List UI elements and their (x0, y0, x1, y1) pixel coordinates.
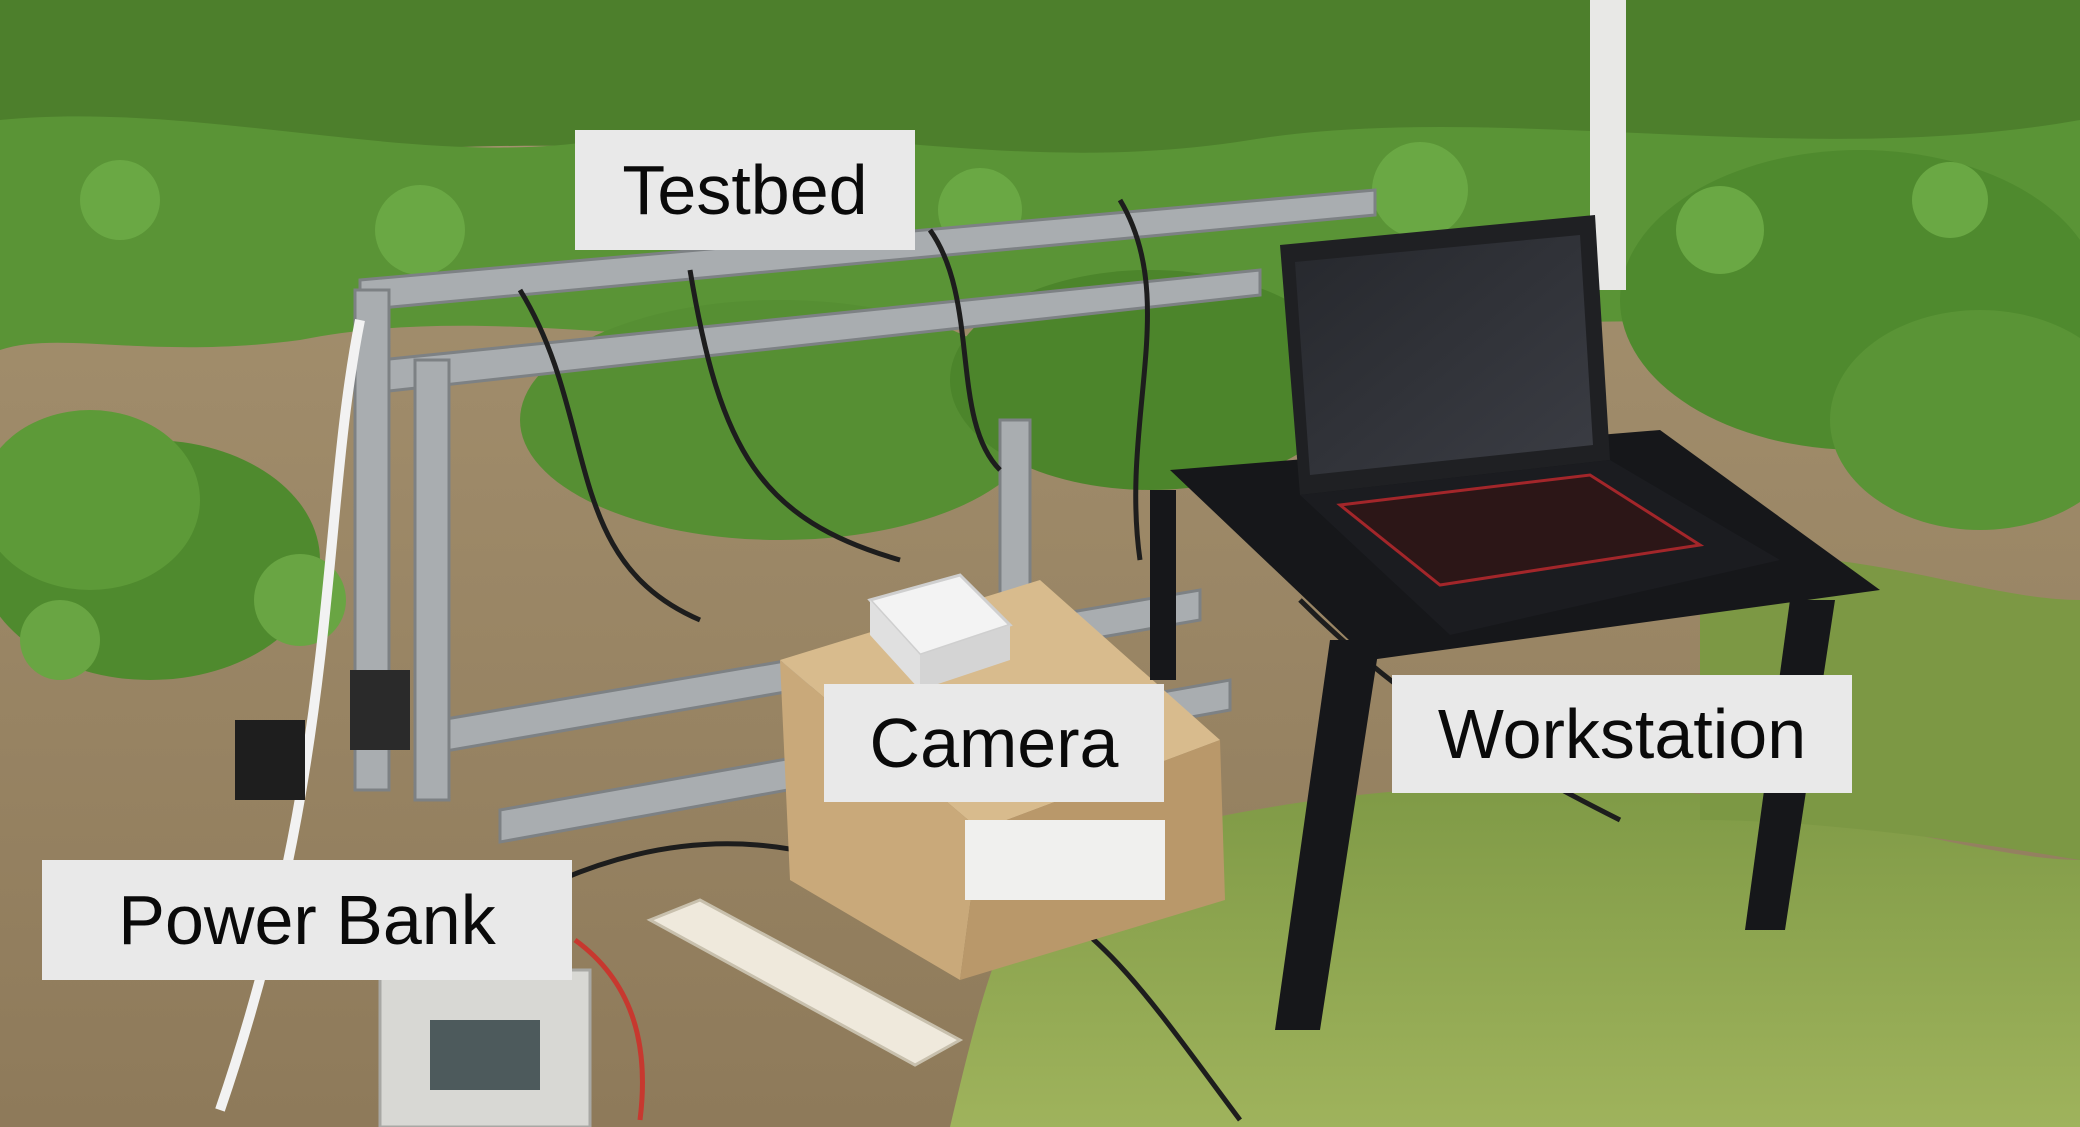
cables (517, 198, 1622, 1122)
power-strip (646, 898, 964, 1067)
camera-label: Camera (824, 684, 1164, 802)
power-bank-label: Power Bank (42, 860, 572, 980)
workstation-label: Workstation (1392, 675, 1852, 793)
camera-device (867, 573, 1013, 690)
grass-foreground (950, 785, 2080, 1127)
testbed-label: Testbed (575, 130, 915, 250)
power-bank-unit (378, 968, 592, 1127)
stepper-motor (235, 720, 305, 800)
laptop (1280, 215, 1780, 635)
